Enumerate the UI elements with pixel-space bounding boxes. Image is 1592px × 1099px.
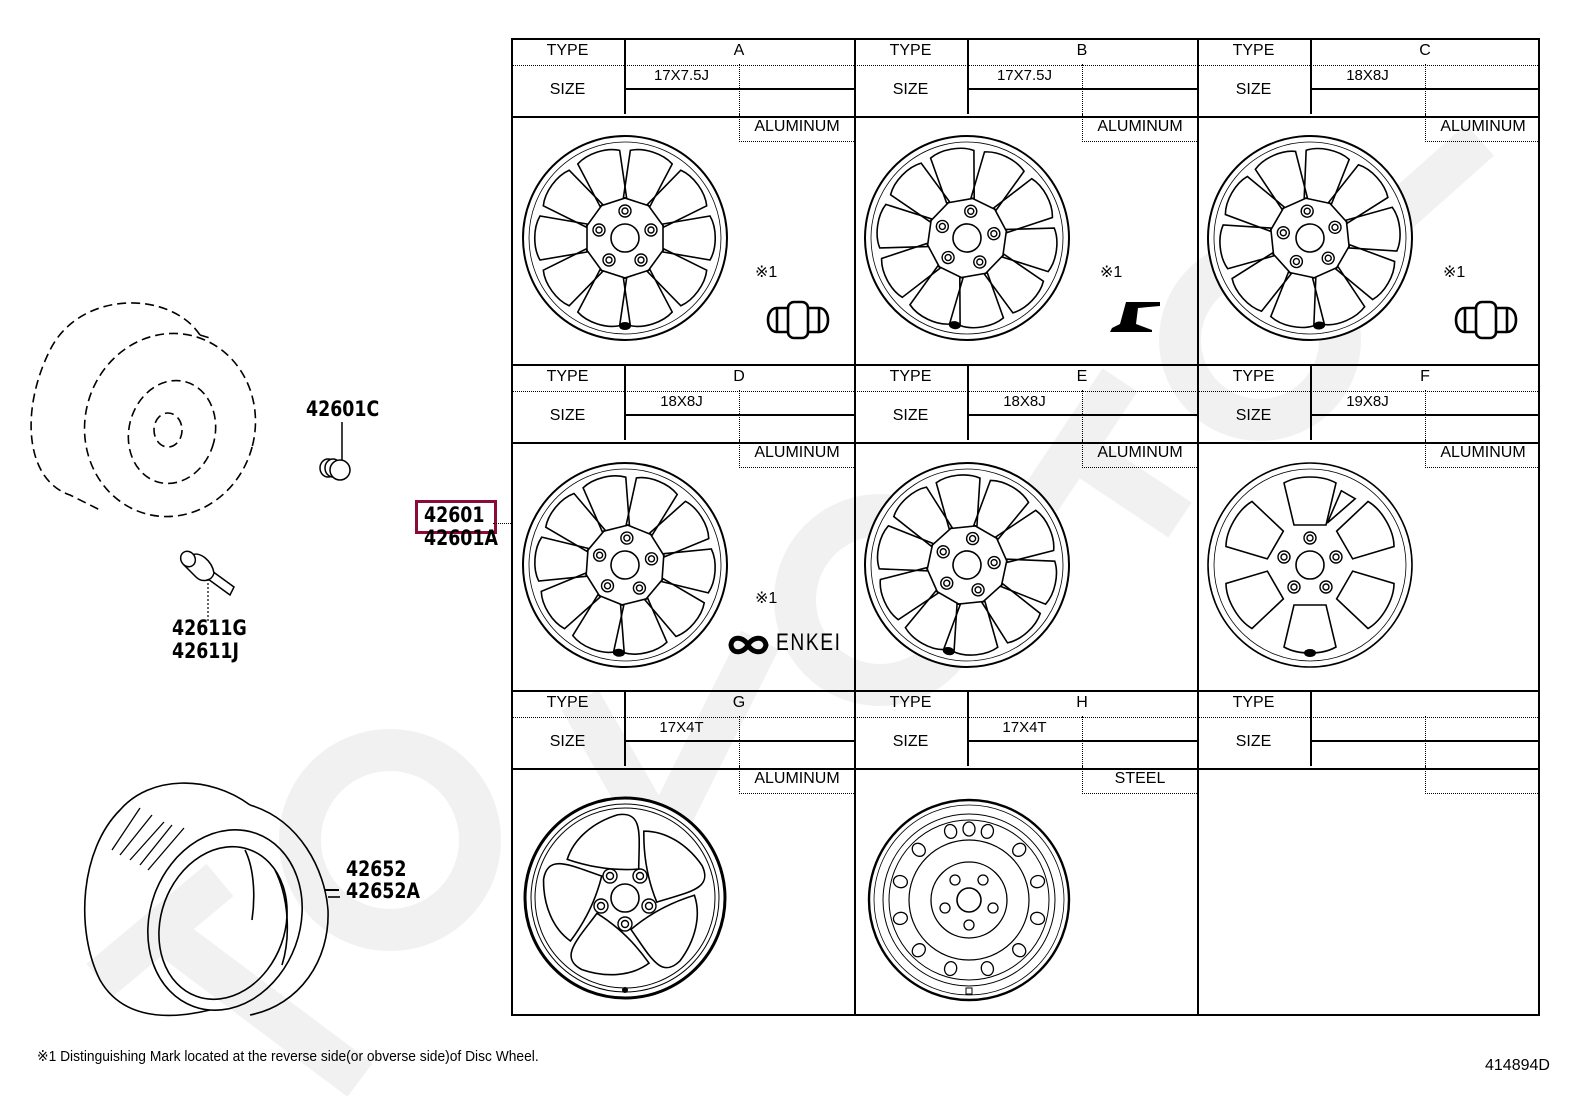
- double-lobe-mark-icon: [1454, 300, 1518, 340]
- size-label: SIZE: [549, 733, 586, 750]
- valve-icon: [179, 550, 235, 623]
- size-value: 19X8J: [1346, 393, 1389, 410]
- type-value: H: [1076, 694, 1088, 711]
- size-value: 17X4T: [1002, 719, 1047, 736]
- size-label: SIZE: [892, 81, 929, 98]
- type-label: TYPE: [546, 42, 589, 59]
- wheel-type-table: [511, 38, 1540, 1016]
- type-value: G: [732, 694, 746, 711]
- material-label: ALUMINUM: [1082, 114, 1197, 142]
- tire-leader: [325, 889, 339, 891]
- wheel-assembly-illustration: [30, 302, 257, 518]
- part-number-tire[interactable]: 42652: [346, 857, 407, 881]
- type-label: TYPE: [546, 368, 589, 385]
- size-label: SIZE: [549, 407, 586, 424]
- mark-note-d: ※1: [755, 590, 778, 607]
- wheel-drawing-b[interactable]: [864, 135, 1070, 341]
- type-value: A: [733, 42, 745, 59]
- wheel-drawing-g[interactable]: [522, 795, 728, 1001]
- part-number-valve-g[interactable]: 42611G: [172, 616, 247, 640]
- step-glyph-mark-icon: [1110, 302, 1160, 332]
- mark-note-b: ※1: [1100, 264, 1123, 281]
- material-label: ALUMINUM: [1425, 440, 1540, 468]
- enkei-logo-icon: [728, 635, 769, 655]
- type-label: TYPE: [889, 694, 932, 711]
- material-label: [1425, 766, 1540, 794]
- type-value: B: [1076, 42, 1088, 59]
- row-divider: [513, 391, 1540, 392]
- wheel-drawing-d[interactable]: [522, 462, 728, 668]
- footnote: ※1 Distinguishing Mark located at the re…: [37, 1048, 539, 1065]
- size-value: 17X4T: [659, 719, 704, 736]
- material-label: ALUMINUM: [1082, 440, 1197, 468]
- part-number-valve-j[interactable]: 42611J: [172, 639, 239, 663]
- row-divider: [513, 116, 1540, 118]
- type-label: TYPE: [1232, 694, 1275, 711]
- mark-note-a: ※1: [755, 264, 778, 281]
- size-value: 17X7.5J: [996, 67, 1053, 84]
- material-label: ALUMINUM: [739, 114, 854, 142]
- size-label: SIZE: [1235, 733, 1272, 750]
- type-value: C: [1419, 42, 1431, 59]
- material-label: ALUMINUM: [739, 766, 854, 794]
- enkei-brand-text: ENKEI: [776, 629, 842, 656]
- tire-illustration: [83, 782, 340, 1017]
- wheel-drawing-c[interactable]: [1207, 135, 1413, 341]
- row-divider: [513, 65, 1540, 66]
- type-label: TYPE: [1232, 42, 1275, 59]
- type-label: TYPE: [889, 368, 932, 385]
- part-number-wheel-alt[interactable]: 42601A: [424, 526, 498, 550]
- size-value: 18X8J: [1003, 393, 1046, 410]
- wheel-drawing-a[interactable]: [522, 135, 728, 341]
- part-number-wheel[interactable]: 42601: [424, 503, 485, 527]
- size-label: SIZE: [892, 733, 929, 750]
- type-label: TYPE: [546, 694, 589, 711]
- size-value: 17X7.5J: [653, 67, 710, 84]
- row-divider: [513, 717, 1540, 718]
- row-divider: [513, 364, 1540, 366]
- size-value: 18X8J: [1346, 67, 1389, 84]
- highlight-box: [415, 500, 497, 534]
- mark-note-c: ※1: [1443, 264, 1466, 281]
- type-value: E: [1076, 368, 1088, 385]
- wheel-drawing-f[interactable]: [1207, 462, 1413, 668]
- size-value: 18X8J: [660, 393, 703, 410]
- material-label: STEEL: [1082, 766, 1197, 794]
- row-divider: [513, 442, 1540, 444]
- type-value: D: [733, 368, 745, 385]
- size-label: SIZE: [549, 81, 586, 98]
- wheel-drawing-e[interactable]: [864, 462, 1070, 668]
- double-lobe-mark-icon: [766, 300, 830, 340]
- part-number-ornament[interactable]: 42601C: [306, 397, 380, 421]
- type-value: F: [1420, 368, 1430, 385]
- col-divider: [854, 40, 856, 1016]
- size-label: SIZE: [892, 407, 929, 424]
- ornament-icon: [319, 422, 351, 481]
- diagram-id: 414894D: [1485, 1057, 1550, 1074]
- col-divider: [1197, 40, 1199, 1016]
- wheel-drawing-h[interactable]: [866, 797, 1072, 1003]
- type-label: TYPE: [889, 42, 932, 59]
- size-label: SIZE: [1235, 407, 1272, 424]
- row-divider: [513, 768, 1540, 770]
- leader-line: [493, 523, 511, 524]
- type-label: TYPE: [1232, 368, 1275, 385]
- part-number-tire-a[interactable]: 42652A: [346, 879, 420, 903]
- material-label: ALUMINUM: [1425, 114, 1540, 142]
- size-label: SIZE: [1235, 81, 1272, 98]
- row-divider: [513, 690, 1540, 692]
- material-label: ALUMINUM: [739, 440, 854, 468]
